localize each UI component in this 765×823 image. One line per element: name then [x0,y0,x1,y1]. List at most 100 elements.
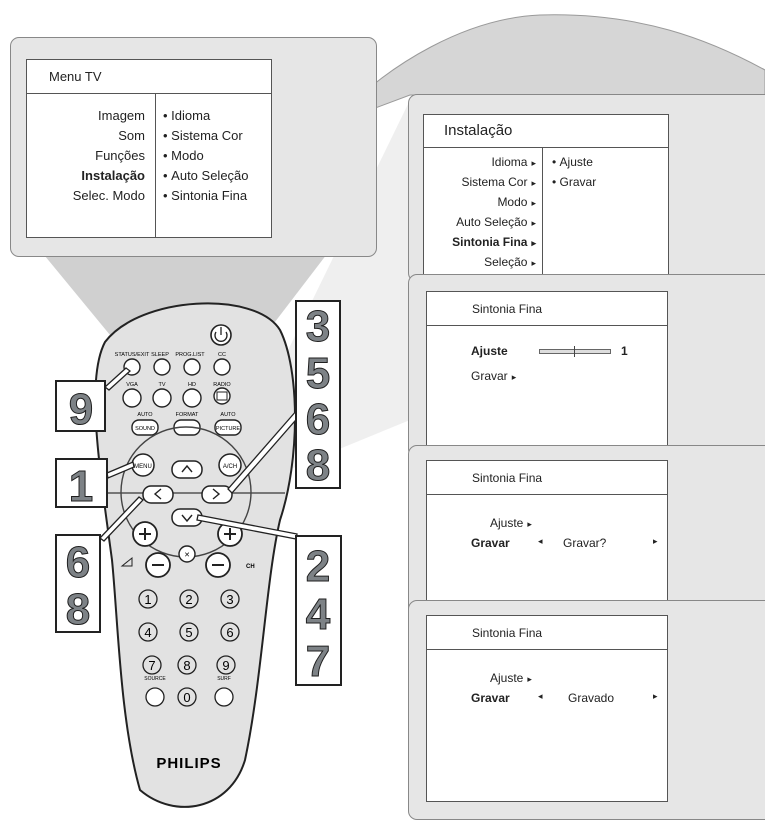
tv-button[interactable] [152,388,172,408]
menu-button-label: MENU [134,464,152,470]
sintonia-1-gravar[interactable]: Gravar [471,369,516,383]
label-tv: TV [158,382,165,388]
menu-item-som[interactable]: Som [118,128,145,143]
digit-7: 7 [148,658,155,673]
digit-9-button[interactable] [216,655,236,675]
inst-sub-ajuste[interactable]: Ajuste [559,155,593,169]
step-8b: 8 [306,441,330,490]
inst-sub-gravar[interactable]: Gravar [559,175,597,189]
sound-button-label: SOUND [135,426,155,432]
digit-7-button[interactable] [142,655,162,675]
picture-button[interactable] [214,419,242,436]
label-vga: VGA [126,382,138,388]
surf-label: SURF [217,676,231,682]
prog-list-button[interactable] [183,358,201,376]
sleep-button[interactable] [153,358,171,376]
source-button[interactable] [145,687,165,707]
cc-button[interactable] [213,358,231,376]
digit-8: 8 [183,658,190,673]
mute-button[interactable] [178,545,196,563]
step-9: 9 [69,385,93,434]
brand-logo: PHILIPS [156,755,221,772]
digit-0: 0 [183,690,190,705]
sintonia-2-gravar[interactable]: Gravar [471,536,510,550]
step-7: 7 [306,637,330,686]
digit-3-button[interactable] [220,589,240,609]
inst-item-idioma[interactable]: Idioma [491,155,536,169]
digit-6: 6 [226,625,233,640]
digit-2-button[interactable] [179,589,199,609]
sintonia-3-ajuste[interactable]: Ajuste [490,671,532,685]
plus-icon [139,528,151,540]
sound-button[interactable] [131,419,159,436]
step-8: 8 [66,585,90,634]
menu-tv-title: Menu TV [49,69,102,84]
submenu-modo[interactable]: Modo [171,148,204,163]
step-3: 3 [306,302,330,351]
chevron-up-icon [181,464,193,473]
submenu-sintonia-fina[interactable]: Sintonia Fina [171,188,248,203]
label-cc: CC [218,352,226,358]
volume-icon [120,556,133,567]
power-icon [214,327,228,342]
menu-item-funcoes[interactable]: Funções [95,148,145,163]
label-format: FORMAT [176,412,199,418]
sintonia-panel-1: Sintonia Fina Ajuste 1 Gravar [408,274,765,458]
digit-0-button[interactable] [177,687,197,707]
inst-item-selecao[interactable]: Seleção [484,255,536,269]
chevron-right-icon [212,488,221,500]
instalacao-screen: Instalação Idioma Sistema Cor Modo Auto … [423,114,669,285]
menu-tv-panel: Menu TV Imagem Som Funções Instalação Se… [10,37,377,257]
inst-item-sistema-cor[interactable]: Sistema Cor [461,175,536,189]
menu-item-instalacao[interactable]: Instalação [81,168,145,183]
label-auto-picture: AUTO [220,412,236,418]
ach-button[interactable] [218,453,242,477]
sintonia-2-title: Sintonia Fina [472,471,543,485]
slider-thumb[interactable] [574,346,575,357]
chevron-left-icon [153,488,162,500]
sintonia-1-value: 1 [621,344,628,358]
left-arrow-icon: ◂ [538,691,543,701]
step-6b: 6 [306,395,330,444]
sintonia-3-gravar[interactable]: Gravar [471,691,510,705]
sintonia-2-ajuste[interactable]: Ajuste [490,516,532,530]
inst-item-auto-selecao[interactable]: Auto Seleção [456,215,536,229]
divider [155,93,156,237]
digit-1-button[interactable] [138,589,158,609]
digit-1: 1 [144,592,151,607]
leader-9 [103,367,132,391]
hd-button[interactable] [182,388,202,408]
step-5: 5 [306,349,330,398]
submenu-idioma[interactable]: Idioma [171,108,211,123]
ch-label: CH [246,564,255,570]
digit-2: 2 [185,592,192,607]
tuning-slider[interactable] [539,346,611,357]
vga-button[interactable] [122,388,142,408]
surf-button[interactable] [214,687,234,707]
step-box-247 [295,535,342,686]
digit-4-button[interactable] [138,622,158,642]
digit-6-button[interactable] [220,622,240,642]
step-1: 1 [69,462,93,511]
menu-item-selec-modo[interactable]: Selec. Modo [72,188,145,203]
inst-item-modo[interactable]: Modo [497,195,536,209]
inst-item-sintonia-fina[interactable]: Sintonia Fina [452,235,536,249]
right-button[interactable] [201,485,233,504]
submenu-sistema-cor[interactable]: Sistema Cor [171,128,243,143]
teletext-icon [216,391,228,401]
source-label: SOURCE [144,676,166,682]
right-arrow-icon: ▸ [653,536,658,546]
menu-item-imagem[interactable]: Imagem [98,108,145,123]
up-button[interactable] [171,460,203,479]
label-status-exit: STATUS/EXIT [115,352,150,358]
instalacao-title: Instalação [444,122,513,139]
sintonia-screen-1: Sintonia Fina Ajuste 1 Gravar [426,291,668,446]
submenu-auto-selecao[interactable]: Auto Seleção [171,168,249,183]
sintonia-2-status: Gravar? [563,536,607,550]
left-button[interactable] [142,485,174,504]
sintonia-1-ajuste[interactable]: Ajuste [471,344,508,358]
digit-3: 3 [226,592,233,607]
digit-8-button[interactable] [177,655,197,675]
digit-5-button[interactable] [179,622,199,642]
